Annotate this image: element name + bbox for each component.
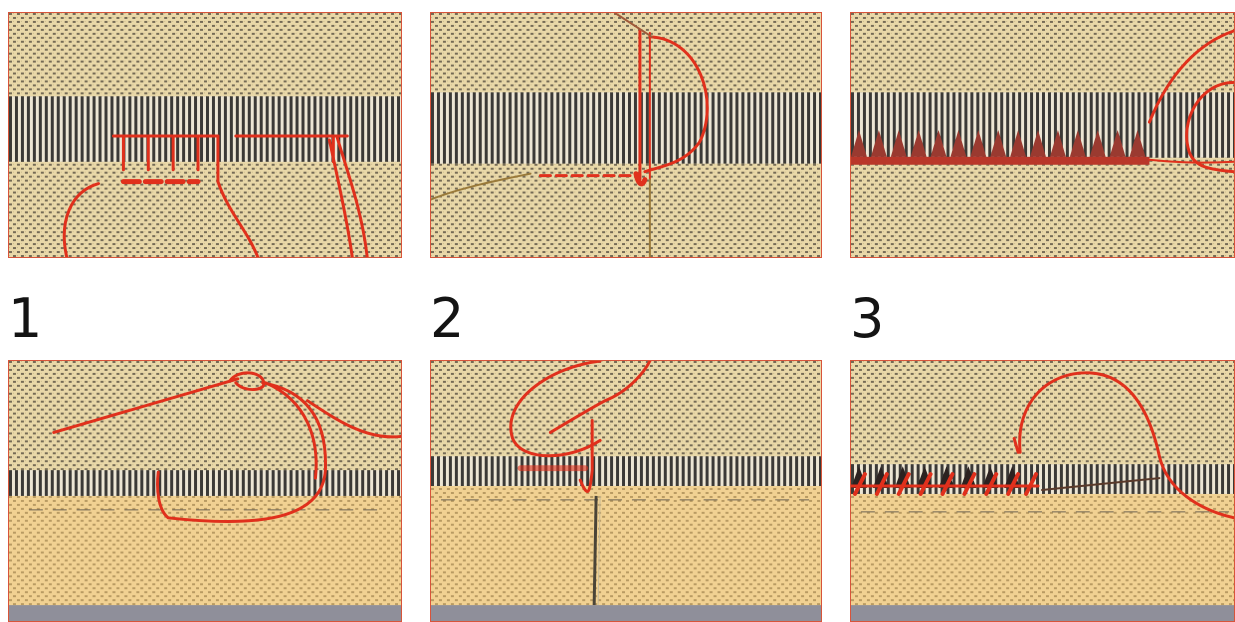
step3-bottom-illustration xyxy=(850,360,1235,622)
step1-top-illustration xyxy=(8,12,402,258)
step-number-2: 2 xyxy=(430,292,463,346)
step2-top-illustration xyxy=(430,12,822,258)
step2-bottom-illustration xyxy=(430,360,822,622)
step1-bottom-illustration xyxy=(8,360,402,622)
step3-top-illustration xyxy=(850,12,1235,258)
step-number-3: 3 xyxy=(850,292,883,346)
step-number-1: 1 xyxy=(8,292,41,346)
